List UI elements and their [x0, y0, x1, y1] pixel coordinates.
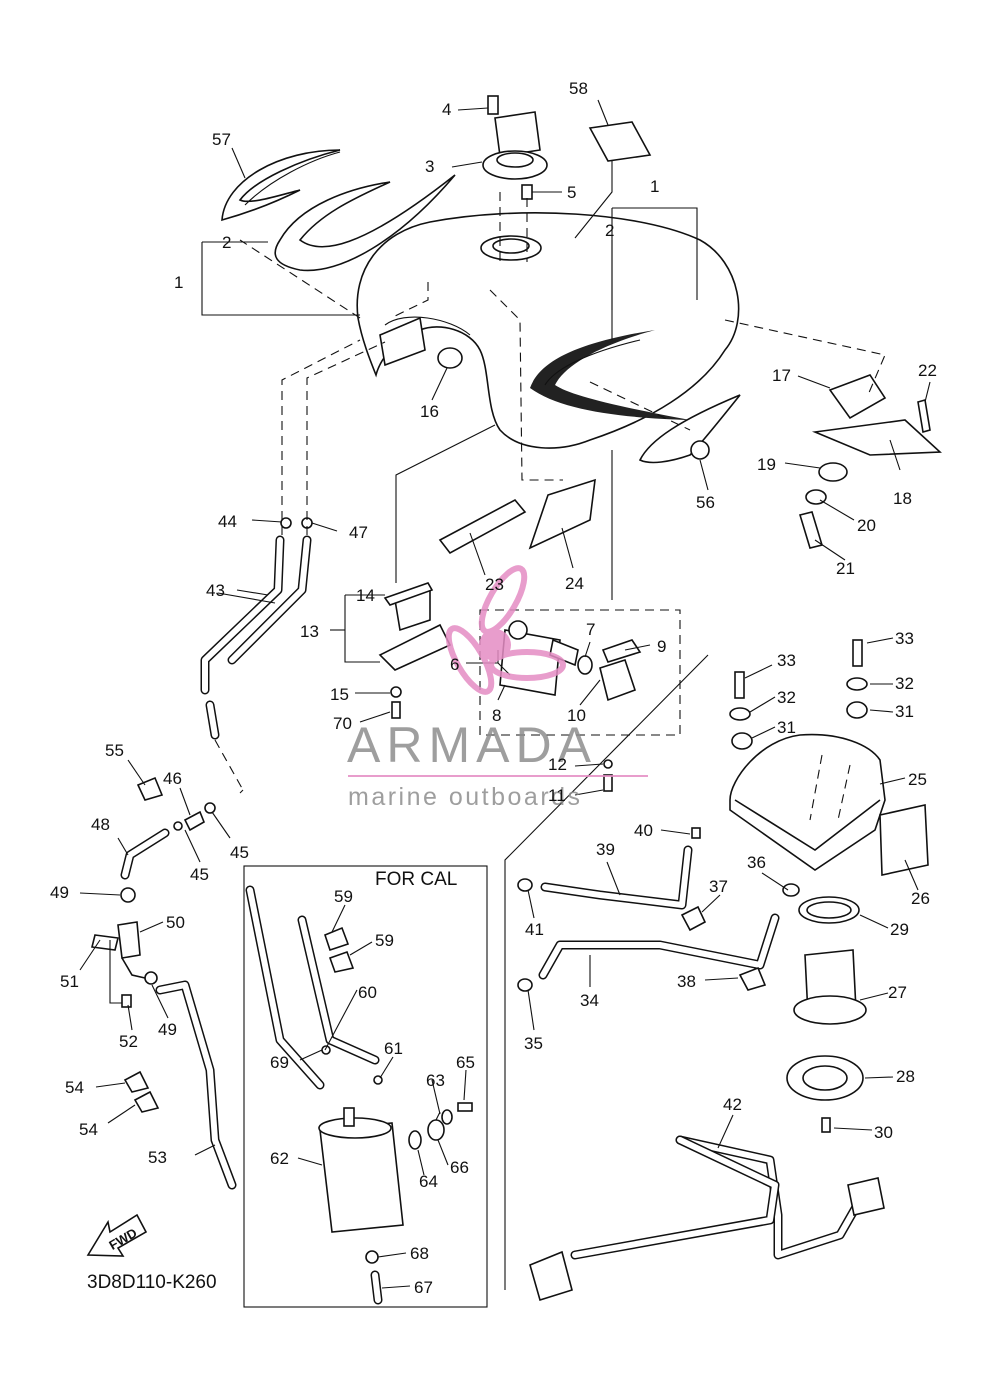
part-label: 67	[414, 1278, 433, 1297]
part-label: 37	[709, 877, 728, 896]
hoses	[120, 535, 865, 1260]
part-label: 39	[596, 840, 615, 859]
part-label: 66	[450, 1158, 469, 1177]
part-label: 36	[747, 853, 766, 872]
part-label: 19	[757, 455, 776, 474]
part-label: 16	[420, 402, 439, 421]
part-label: 23	[485, 575, 504, 594]
part-label: 8	[492, 706, 501, 725]
part-label: 26	[911, 889, 930, 908]
part-labels: 1 1 2 2 3 4 5 6 7 8 9 10 11 12 13 14 15 …	[50, 79, 937, 1297]
part-label: 35	[524, 1034, 543, 1053]
part-label: 33	[777, 651, 796, 670]
watermark-brand: ARMADA	[347, 717, 597, 773]
part-label: 59	[375, 931, 394, 950]
part-label: 12	[548, 755, 567, 774]
part-label: 60	[358, 983, 377, 1002]
part-label: 54	[65, 1078, 84, 1097]
part-label: 49	[158, 1020, 177, 1039]
part-label: 2	[222, 233, 231, 252]
part-label: 32	[895, 674, 914, 693]
part-label: 27	[888, 983, 907, 1002]
part-label: 32	[777, 688, 796, 707]
part-label: 40	[634, 821, 653, 840]
part-label: 31	[895, 702, 914, 721]
watermark-tagline: marine outboards	[348, 783, 583, 811]
fwd-arrow-icon: FWD	[86, 1213, 148, 1257]
part-label: 21	[836, 559, 855, 578]
leader-lines	[79, 99, 931, 1290]
watermark: ARMADA marine outboards	[347, 565, 648, 811]
part-label: 50	[166, 913, 185, 932]
part-label: 62	[270, 1149, 289, 1168]
part-label: 3	[425, 157, 434, 176]
part-label: 28	[896, 1067, 915, 1086]
part-label: 51	[60, 972, 79, 991]
part-label: 70	[333, 714, 352, 733]
part-label: 13	[300, 622, 319, 641]
fuel-tank	[356, 212, 740, 449]
diagram-code: 3D8D110-K260	[87, 1272, 217, 1293]
part-label: 25	[908, 770, 927, 789]
part-label: 56	[696, 493, 715, 512]
part-label: 45	[230, 843, 249, 862]
part-label: 52	[119, 1032, 138, 1051]
part-label: 29	[890, 920, 909, 939]
part-label: 30	[874, 1123, 893, 1142]
part-label: 54	[79, 1120, 98, 1139]
part-label: 15	[330, 685, 349, 704]
part-label: 1	[174, 273, 183, 292]
part-label: 18	[893, 489, 912, 508]
part-label: 55	[105, 741, 124, 760]
part-label: 44	[218, 512, 237, 531]
part-label: 14	[356, 586, 375, 605]
part-label: 47	[349, 523, 368, 542]
part-label: 2	[605, 221, 614, 240]
part-label: 1	[650, 177, 659, 196]
part-label: 49	[50, 883, 69, 902]
part-label: 7	[586, 620, 595, 639]
part-label: 46	[163, 769, 182, 788]
part-label: 48	[91, 815, 110, 834]
part-label: 43	[206, 581, 225, 600]
part-label: 53	[148, 1148, 167, 1167]
part-label: 63	[426, 1071, 445, 1090]
part-label: 10	[567, 706, 586, 725]
part-label: 59	[334, 887, 353, 906]
part-label: 31	[777, 718, 796, 737]
part-label: 24	[565, 574, 584, 593]
part-label: 20	[857, 516, 876, 535]
part-label: 6	[450, 655, 459, 674]
part-label: 57	[212, 130, 231, 149]
part-label: 61	[384, 1039, 403, 1058]
part-label: 34	[580, 991, 599, 1010]
part-label: 65	[456, 1053, 475, 1072]
part-label: 45	[190, 865, 209, 884]
part-label: 33	[895, 629, 914, 648]
part-label: 41	[525, 920, 544, 939]
part-label: 69	[270, 1053, 289, 1072]
part-label: 22	[918, 361, 937, 380]
part-label: 64	[419, 1172, 438, 1191]
part-label: 11	[548, 786, 566, 805]
inset-title: FOR CAL	[375, 869, 457, 890]
part-label: 17	[772, 366, 791, 385]
part-label: 4	[442, 100, 451, 119]
part-label: 38	[677, 972, 696, 991]
part-label: 58	[569, 79, 588, 98]
part-label: 9	[657, 637, 666, 656]
part-label: 42	[723, 1095, 742, 1114]
part-label: 68	[410, 1244, 429, 1263]
part-label: 5	[567, 183, 576, 202]
